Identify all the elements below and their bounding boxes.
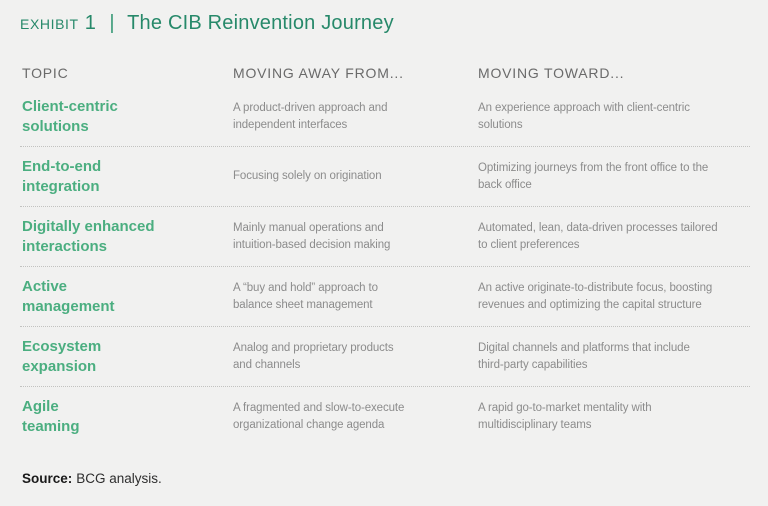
- source-note: Source:BCG analysis.: [20, 471, 750, 486]
- away-cell: A product-driven approach and independen…: [233, 101, 388, 131]
- table-row: Digitally enhanced interactions Mainly m…: [20, 207, 750, 267]
- table-row: Agile teaming A fragmented and slow-to-e…: [20, 387, 750, 447]
- table-row: Ecosystem expansion Analog and proprieta…: [20, 327, 750, 387]
- topic-agile-teaming: Agile teaming: [22, 398, 80, 435]
- title-text: The CIB Reinvention Journey: [127, 12, 394, 34]
- topic-ecosystem-expansion: Ecosystem expansion: [22, 337, 102, 375]
- table-row: End-to-end integration Focusing solely o…: [20, 147, 750, 207]
- source-text: BCG analysis.: [76, 471, 162, 486]
- topic-end-to-end-integration: End-to-end integration: [22, 157, 102, 195]
- away-cell: Focusing solely on origination: [233, 170, 382, 182]
- exhibit-label: Exhibit 1: [20, 12, 97, 34]
- toward-cell: Optimizing journeys from the front offic…: [478, 161, 709, 191]
- away-cell: A fragmented and slow-to-execute organiz…: [233, 402, 405, 431]
- source-label: Source:: [22, 471, 73, 486]
- toward-cell: A rapid go-to-market mentality with mult…: [478, 402, 652, 431]
- topic-active-management: Active management: [22, 277, 115, 315]
- table-row: Active management A “buy and hold” appro…: [20, 267, 750, 327]
- toward-cell: An experience approach with client-centr…: [478, 101, 690, 131]
- toward-cell: Automated, lean, data-driven processes t…: [478, 221, 718, 251]
- column-header-moving-away: MOVING AWAY FROM...: [233, 65, 404, 81]
- away-cell: Analog and proprietary products and chan…: [233, 341, 394, 371]
- exhibit-title: Exhibit 1 | The CIB Reinvention Journey: [20, 12, 750, 35]
- title-separator: |: [109, 12, 115, 34]
- table-row: Client-centric solutions A product-drive…: [20, 87, 750, 147]
- topic-digitally-enhanced-interactions: Digitally enhanced interactions: [22, 217, 155, 255]
- away-cell: A “buy and hold” approach to balance she…: [233, 281, 378, 311]
- toward-cell: Digital channels and platforms that incl…: [478, 341, 690, 371]
- table-header-row: TOPIC MOVING AWAY FROM... MOVING TOWARD.…: [20, 65, 750, 81]
- column-header-moving-toward: MOVING TOWARD...: [478, 65, 625, 81]
- toward-cell: An active originate-to-distribute focus,…: [478, 281, 713, 311]
- column-header-topic: TOPIC: [22, 65, 69, 81]
- topic-client-centric-solutions: Client-centric solutions: [22, 97, 118, 135]
- away-cell: Mainly manual operations and intuition-b…: [233, 221, 391, 251]
